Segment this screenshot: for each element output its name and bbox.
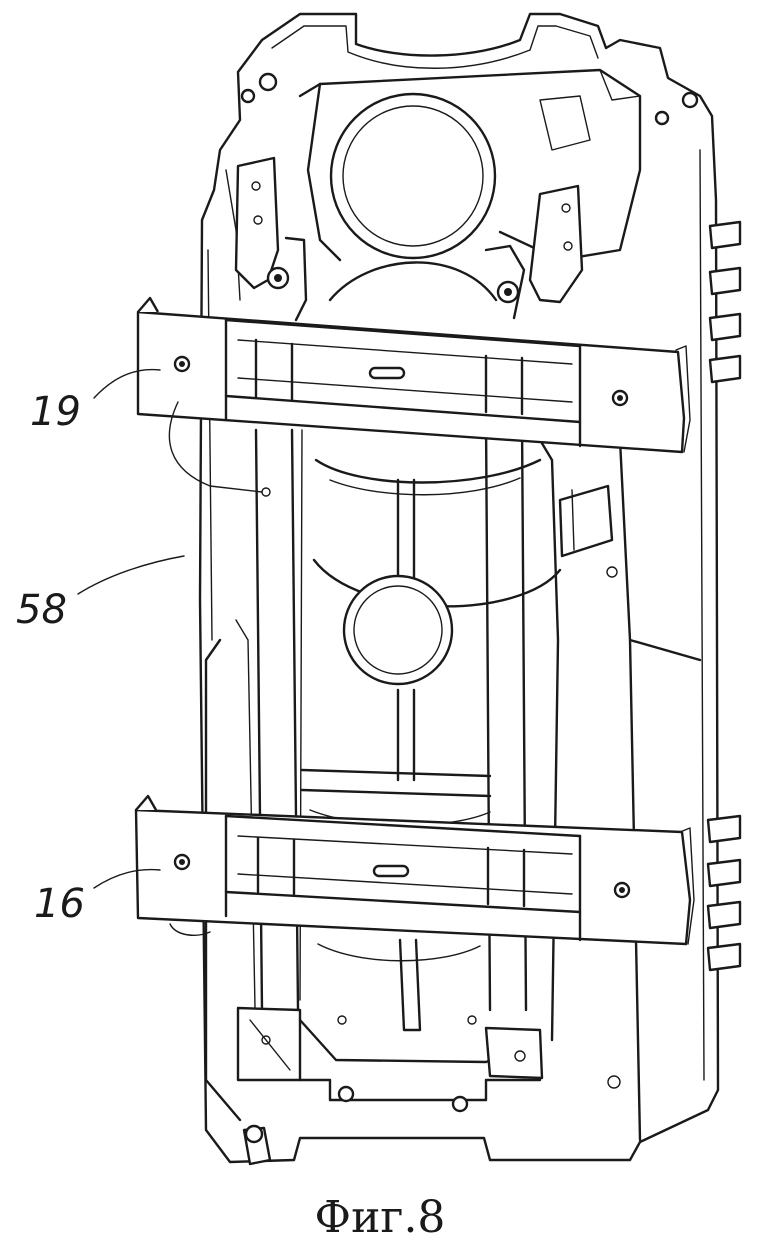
right-hinge <box>484 184 584 320</box>
left-hinge <box>234 156 308 322</box>
reference-label-19: 19 <box>30 389 81 435</box>
drum-body <box>300 261 562 1032</box>
top-block <box>298 68 642 262</box>
side-box <box>558 484 618 578</box>
bottom-base <box>236 1006 621 1166</box>
lower-bracket <box>134 794 695 946</box>
figure-caption: Фиг.8 <box>314 1192 446 1243</box>
side-clips <box>706 220 742 972</box>
leader-19 <box>93 368 161 399</box>
reference-label-58: 58 <box>16 587 67 633</box>
leader-58 <box>77 555 185 595</box>
leader-lines <box>77 368 185 889</box>
upper-bracket <box>136 296 691 497</box>
reference-label-16: 16 <box>34 881 85 927</box>
housing-outline <box>198 12 720 1164</box>
leader-16 <box>93 868 161 889</box>
